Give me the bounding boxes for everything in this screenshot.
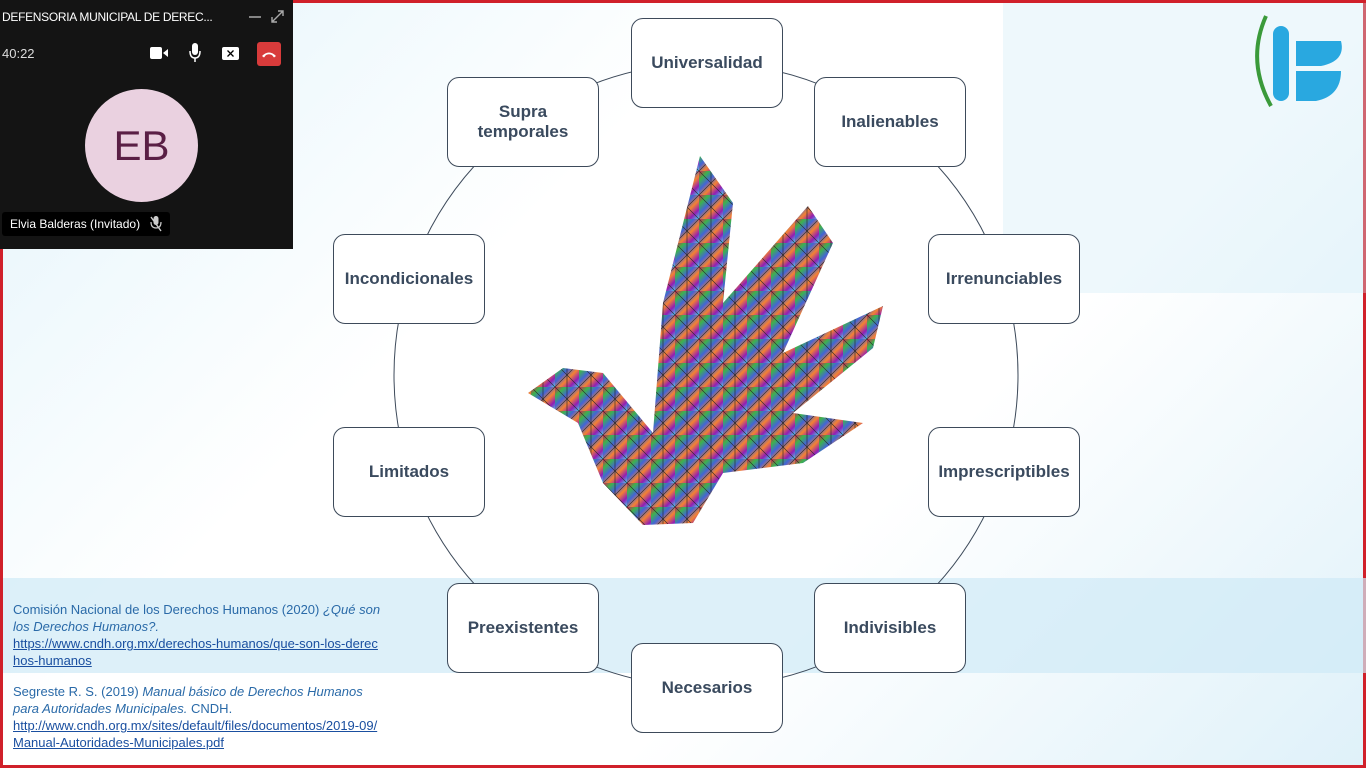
reference-link[interactable]: https://www.cndh.org.mx/derechos-humanos… [13, 636, 378, 668]
diagram-item: Limitados [333, 427, 485, 517]
minimize-icon[interactable] [248, 10, 262, 24]
participant-name: Elvia Balderas (Invitado) [10, 217, 141, 231]
references: Comisión Nacional de los Derechos Humano… [13, 601, 383, 765]
diagram-item: Inalienables [814, 77, 966, 167]
hang-up-button[interactable] [257, 42, 281, 66]
muted-mic-icon [150, 216, 162, 232]
microphone-icon[interactable] [189, 43, 201, 63]
call-duration: 40:22 [2, 46, 35, 61]
reference-link[interactable]: http://www.cndh.org.mx/sites/default/fil… [13, 718, 378, 750]
expand-icon[interactable] [270, 9, 285, 24]
call-title: DEFENSORIA MUNICIPAL DE DEREC... [2, 10, 213, 24]
diagram-item: Preexistentes [447, 583, 599, 673]
camera-icon[interactable] [150, 46, 168, 60]
participant-label: Elvia Balderas (Invitado) [2, 212, 171, 236]
diagram-item: Necesarios [631, 643, 783, 733]
avatar: EB [85, 89, 198, 202]
diagram-item: Incondicionales [333, 234, 485, 324]
organization-logo [1255, 15, 1342, 107]
reference-text: CNDH. [187, 701, 233, 716]
diagram-item: Universalidad [631, 18, 783, 108]
diagram-item: Imprescriptibles [928, 427, 1080, 517]
reference-item: Comisión Nacional de los Derechos Humano… [13, 601, 383, 669]
diagram-item: Indivisibles [814, 583, 966, 673]
reference-text: Segreste R. S. (2019) [13, 684, 143, 699]
call-window: DEFENSORIA MUNICIPAL DE DEREC... 40:22 E… [0, 0, 293, 249]
reference-title: Manual básico de Derechos Humanos para A… [13, 684, 363, 716]
share-close-icon[interactable] [222, 47, 239, 60]
reference-title: ¿Qué son los Derechos Humanos?. [13, 602, 381, 634]
reference-text: Comisión Nacional de los Derechos Humano… [13, 602, 323, 617]
reference-item: Segreste R. S. (2019) Manual básico de D… [13, 683, 383, 751]
dove-hand-logo [528, 156, 883, 525]
diagram-item: Supra temporales [447, 77, 599, 167]
diagram-item: Irrenunciables [928, 234, 1080, 324]
